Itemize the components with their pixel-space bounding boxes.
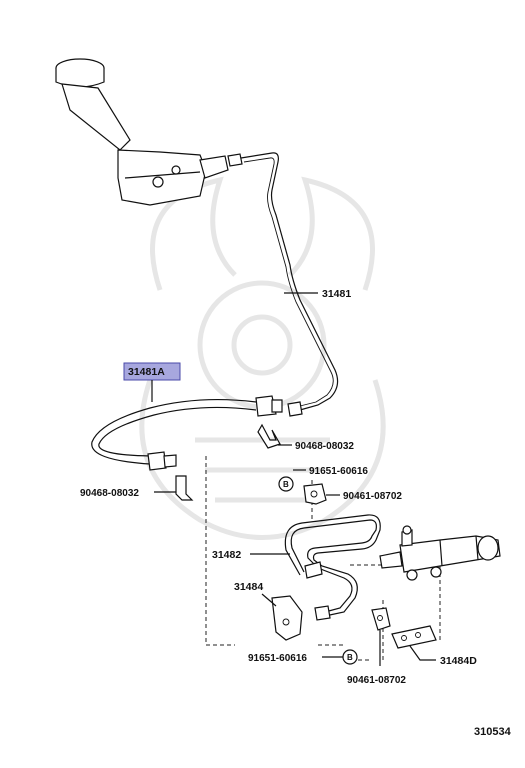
plate-31484d [391,625,437,649]
guide-line-bottom [318,644,372,661]
part-number-90468-top[interactable]: 90468-08032 [295,441,354,452]
figure-number: 310534 [474,726,512,738]
guide-line-right [350,564,441,640]
guide-line-left [205,456,235,646]
flexible-hose-31481a [91,395,283,471]
part-number-31481[interactable]: 31481 [322,288,351,300]
part-number-90468-left[interactable]: 90468-08032 [80,488,139,499]
part-number-90461-top[interactable]: 90461-08702 [343,491,402,502]
part-number-31482[interactable]: 31482 [212,549,241,561]
part-number-31484d[interactable]: 31484D [440,655,477,667]
part-number-90461-bottom[interactable]: 90461-08702 [347,675,406,686]
badge-b-bottom-letter: B [347,653,353,662]
clip-90468-top [257,423,281,449]
badge-b-top [278,476,294,492]
clutch-tube-31482 [284,514,381,621]
bracket-90461-top [303,483,327,505]
release-cylinder-assy [379,525,501,581]
tube-fitting [287,401,303,417]
leader-31484 [261,593,277,607]
bracket-31484 [271,595,303,641]
clutch-master-cylinder [55,58,243,206]
clutch-tube-31481 [240,152,339,411]
clip-90468-left [175,475,194,501]
part-number-31484[interactable]: 31484 [234,581,263,593]
bracket-90461-bottom [371,607,391,631]
part-number-31481a[interactable]: 31481A [128,366,165,378]
part-number-91651-bottom[interactable]: 91651-60616 [248,653,307,664]
part-number-91651-top[interactable]: 91651-60616 [309,466,368,477]
badge-b-top-letter: B [283,480,289,489]
leader-31484d [409,645,436,661]
